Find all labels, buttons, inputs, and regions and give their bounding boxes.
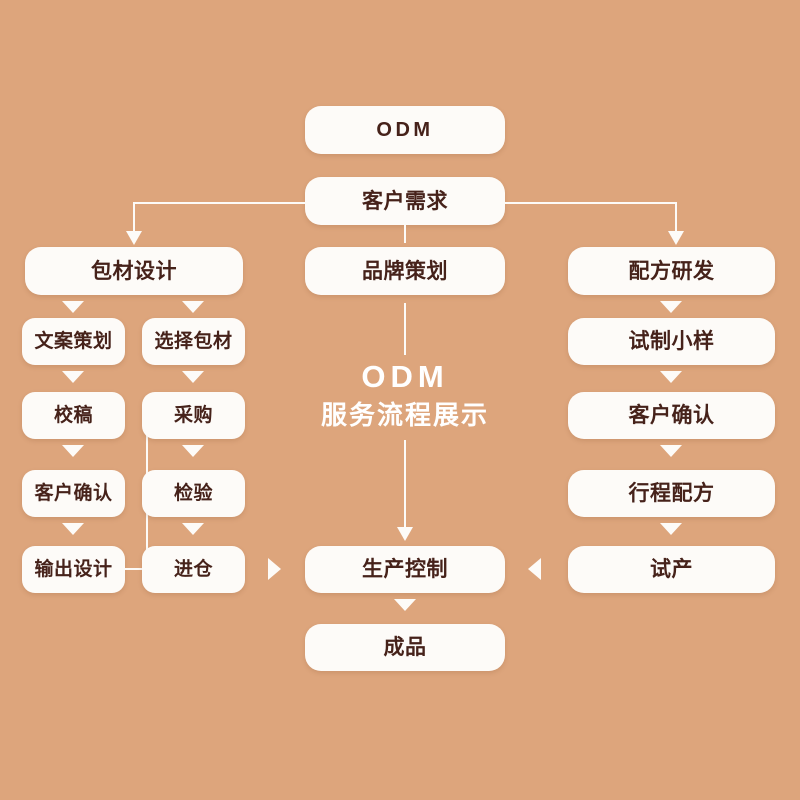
node-formula-rd[interactable]: 配方研发 — [568, 247, 775, 295]
edge-packaging-to-copywriting-arrow — [62, 301, 84, 313]
edge-warehousing-to-production-arrow — [268, 558, 281, 580]
edge-demand-to-left-arrowhead — [126, 231, 142, 245]
edge-confirm-to-schedule-arrow — [660, 445, 682, 457]
edge-demand-to-brand-vertical — [404, 225, 406, 243]
node-formula-rd-label: 配方研发 — [628, 259, 715, 283]
edge-packaging-to-selectpkg-arrow — [182, 301, 204, 313]
edge-proofreading-to-confirm-arrow — [62, 445, 84, 457]
edge-demand-to-right-arrowhead — [668, 231, 684, 245]
node-production-control[interactable]: 生产控制 — [305, 546, 505, 593]
node-purchasing-label: 采购 — [173, 405, 213, 426]
edge-confirm-to-output-arrow — [62, 523, 84, 535]
edge-demand-to-right-vertical — [675, 202, 677, 234]
edge-demand-to-left-horizontal — [133, 202, 305, 204]
node-copywriting[interactable]: 文案策划 — [22, 318, 125, 365]
node-output-design[interactable]: 输出设计 — [22, 546, 125, 593]
edge-production-to-finished-arrow — [394, 599, 416, 611]
edge-brand-to-production-arrowhead — [397, 527, 413, 541]
node-customer-confirm-right[interactable]: 客户确认 — [568, 392, 775, 439]
edge-purchasing-to-inspection-arrow — [182, 445, 204, 457]
center-title-line1: ODM — [361, 359, 449, 394]
edge-copywriting-to-proofreading-arrow — [62, 371, 84, 383]
node-schedule-formula[interactable]: 行程配方 — [568, 470, 775, 517]
node-schedule-formula-label: 行程配方 — [628, 482, 715, 505]
node-production-control-label: 生产控制 — [362, 558, 448, 581]
node-packaging-design[interactable]: 包材设计 — [25, 247, 243, 295]
edge-selectpkg-to-purchasing-arrow — [182, 371, 204, 383]
edge-output-to-purchasing-h1 — [125, 568, 148, 570]
node-brand-planning[interactable]: 品牌策划 — [305, 247, 505, 295]
node-inspection-label: 检验 — [173, 483, 213, 504]
node-purchasing[interactable]: 采购 — [142, 392, 245, 439]
edge-inspection-to-warehousing-arrow — [182, 523, 204, 535]
node-trial-sample-label: 试制小样 — [628, 330, 715, 353]
node-customer-confirm-left-label: 客户确认 — [34, 483, 113, 504]
node-proofreading-label: 校稿 — [53, 405, 93, 426]
edge-demand-to-left-vertical — [133, 202, 135, 234]
edge-trialprod-to-production-arrow — [528, 558, 541, 580]
node-trial-production[interactable]: 试产 — [568, 546, 775, 593]
node-select-packaging-label: 选择包材 — [154, 331, 233, 352]
node-odm-label: ODM — [376, 119, 434, 141]
node-brand-planning-label: 品牌策划 — [362, 259, 448, 283]
node-warehousing[interactable]: 进仓 — [142, 546, 245, 593]
center-title-line2: 服务流程展示 — [320, 400, 489, 430]
node-output-design-label: 输出设计 — [34, 559, 113, 580]
node-customer-confirm-right-label: 客户确认 — [628, 404, 715, 427]
node-copywriting-label: 文案策划 — [34, 331, 113, 352]
node-inspection[interactable]: 检验 — [142, 470, 245, 517]
edge-demand-to-right-horizontal — [505, 202, 677, 204]
center-title: ODM 服务流程展示 — [275, 358, 535, 432]
node-trial-production-label: 试产 — [650, 558, 693, 581]
node-customer-demand[interactable]: 客户需求 — [305, 177, 505, 225]
edge-trialsample-to-confirm-arrow — [660, 371, 682, 383]
edge-brand-to-production-upper — [404, 303, 406, 355]
node-packaging-design-label: 包材设计 — [91, 259, 177, 283]
edge-brand-to-production-lower — [404, 440, 406, 531]
node-finished-product-label: 成品 — [383, 636, 427, 659]
node-warehousing-label: 进仓 — [173, 559, 213, 580]
node-select-packaging[interactable]: 选择包材 — [142, 318, 245, 365]
node-customer-demand-label: 客户需求 — [362, 189, 448, 213]
node-finished-product[interactable]: 成品 — [305, 624, 505, 671]
node-odm[interactable]: ODM — [305, 106, 505, 154]
node-customer-confirm-left[interactable]: 客户确认 — [22, 470, 125, 517]
node-trial-sample[interactable]: 试制小样 — [568, 318, 775, 365]
node-proofreading[interactable]: 校稿 — [22, 392, 125, 439]
edge-schedule-to-trialprod-arrow — [660, 523, 682, 535]
edge-formula-to-trialsample-arrow — [660, 301, 682, 313]
